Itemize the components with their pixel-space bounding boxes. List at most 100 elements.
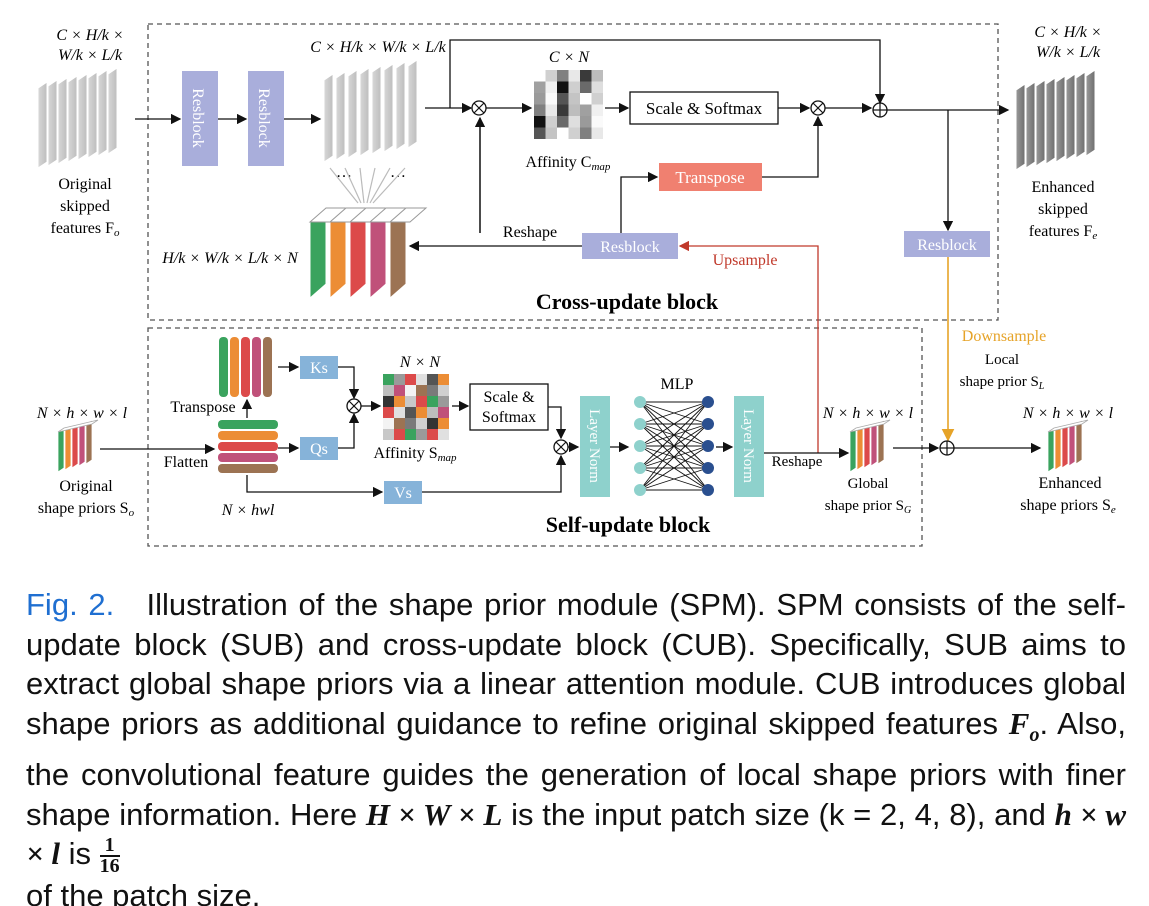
affinity-cell [545,116,557,128]
affinity-cell [591,93,603,105]
self-update-title: Self-update block [546,512,711,537]
affinity-s-cell [438,429,449,440]
cross-update-title: Cross-update block [536,289,719,314]
self-update-block-frame [147,327,923,547]
feature-slab [371,62,386,155]
affinity-s-cell [416,396,427,407]
affinity-s-cell [416,385,427,396]
right-dims-2: W/k × L/k [1036,44,1101,61]
affinity-cell [591,70,603,82]
transposed-bar [263,337,272,397]
ks-label: Ks [310,360,328,377]
affinity-s-cell [427,374,438,385]
flatten-bar [218,431,278,440]
vs-label: Vs [394,485,412,502]
mlp-output-node [702,396,714,408]
feature-slab [335,68,350,161]
affinity-cell [568,70,580,82]
affinity-cell [557,81,569,93]
feature-slab [347,66,362,159]
feature-slab [77,70,92,161]
prior-slab [863,423,871,469]
transposed-bar [241,337,250,397]
enhanced-slab [1045,74,1060,165]
mlp-input-node [634,484,646,496]
enhanced-slab [1085,66,1100,157]
cn-dims: C × N [549,49,590,66]
feature-slab [97,66,112,157]
caption-hwl: H × W × L [365,796,503,832]
flatten-bar [218,420,278,429]
local-label-1: Local [985,352,1019,368]
feature-slab [57,74,72,165]
enhanced-slab [1075,68,1090,159]
affinity-cell [568,104,580,116]
affinity-cell [534,81,546,93]
multiply-node-1 [471,100,487,116]
feature-slab [407,56,422,149]
qs-box [300,437,338,460]
affinity-cell [545,70,557,82]
affinity-cell [545,93,557,105]
prior-slab [1068,421,1076,467]
mlp-output-node [702,418,714,430]
hwln-dims: H/k × W/k × L/k × N [161,250,299,267]
global-priors-stack [849,419,891,473]
prior-slab [877,419,885,465]
orig-prior-label-2: shape priors So [38,500,135,519]
prior-slab [71,423,79,469]
reshaped-slab [308,206,348,300]
top-left-dims-1: C × H/k × [56,27,123,44]
feature-slab [383,60,398,153]
affinity-cell [557,127,569,139]
caption-text-1: Illustration of the shape prior module (… [26,587,1126,741]
orig-feat-label-2: skipped [60,198,110,215]
transpose-label: Transpose [675,168,744,187]
affinity-cell [568,93,580,105]
affinity-cell [591,104,603,116]
mlp-output-node [702,484,714,496]
reshaped-slab [368,206,408,300]
original-features-stack [37,64,122,169]
orig-prior-label-1: Original [59,478,113,495]
affinity-cell [580,104,592,116]
reshaped-slab [348,206,388,300]
affinity-cell [591,81,603,93]
prior-slab [57,427,65,473]
affinity-cell [534,127,546,139]
scale-softmax-label-2b: Softmax [482,409,536,426]
prior-slab [1061,423,1069,469]
resblock-1 [182,71,218,166]
affinity-s-cell [383,418,394,429]
reshape-label-top: Reshape [503,224,557,241]
transpose-box [659,163,762,191]
orig-feat-label-3: features Fo [50,220,120,239]
affinity-cell [534,116,546,128]
mlp-output-node [702,462,714,474]
layer-norm-2 [734,396,764,497]
mid-dims: C × H/k × W/k × L/k [310,39,446,56]
resblock-1-label: Resblock [189,88,206,148]
affinity-c-grid [534,70,603,139]
nn-dims: N × N [399,354,441,371]
affinity-s-cell [427,429,438,440]
affinity-cell [580,127,592,139]
flatten-label: Flatten [164,454,208,471]
upsample-label: Upsample [713,252,778,269]
affinity-s-cell [405,407,416,418]
affinity-s-cell [416,374,427,385]
affinity-s-cell [438,374,449,385]
enhanced-slab [1065,70,1080,161]
layer-norm-1 [580,396,610,497]
flatten-bar [218,453,278,462]
affinity-cell [534,104,546,116]
affinity-cell [545,127,557,139]
ellipsis-2: … [390,164,406,181]
feature-slab [47,76,62,167]
affinity-s-cell [438,385,449,396]
affinity-s-cell [394,429,405,440]
caption-fig-number: Fig. 2. [26,587,115,622]
feature-slab [395,58,410,151]
transposed-bar [230,337,239,397]
